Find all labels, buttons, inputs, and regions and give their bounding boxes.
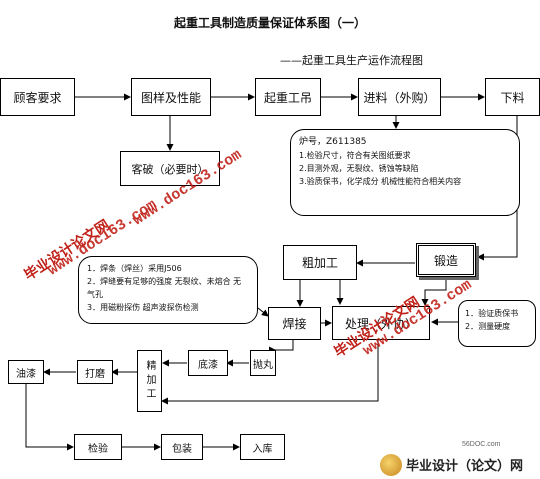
drawing-performance-box: 图样及性能 (131, 78, 211, 116)
treatment-check-note: 1．验证质保书 2．测量硬度 (458, 300, 536, 347)
packing-label: 包装 (172, 443, 192, 455)
cutting-label: 下料 (500, 90, 525, 105)
shot-blast-box: 抛丸 (250, 350, 276, 376)
forging-label: 锻造 (433, 253, 458, 268)
logo-site-text: 56DOC.com (462, 441, 501, 448)
customer-requirement-label: 顾客要求 (13, 90, 62, 105)
note-incoming-line: 3.验质保书，化学成分 机械性能符合相关内容 (299, 177, 462, 186)
note-treatment-line: 2．测量硬度 (465, 322, 511, 331)
primer-label: 底漆 (198, 359, 218, 371)
logo-text: 毕业设计（论文）网 (406, 459, 524, 474)
note-welding-line: 3．用磁粉探伤 超声波探伤检测 (87, 303, 199, 312)
finish-machining-box: 精加工 (137, 350, 162, 412)
site-logo: 毕业设计（论文）网 (380, 450, 540, 479)
customer-requirement-box: 顾客要求 (0, 78, 75, 116)
warehouse-label: 入库 (252, 443, 273, 455)
grinding-box: 打磨 (77, 360, 113, 384)
finish-machining-label: 精加工 (144, 360, 155, 402)
inspection-label: 检验 (88, 443, 108, 455)
drawing-performance-label: 图样及性能 (140, 90, 201, 105)
diagram-subtitle: ——起重工具生产运作流程图 (280, 54, 423, 67)
rough-machining-box: 粗加工 (283, 245, 357, 280)
painting-label: 油漆 (16, 368, 36, 380)
packing-box: 包装 (161, 434, 203, 460)
note-incoming-line: 1.检验尺寸，符合有关图纸要求 (299, 151, 411, 160)
inspection-box: 检验 (74, 434, 122, 460)
treatment-label: 处理（外协） (344, 316, 417, 331)
incoming-material-box: 进料（外购） (358, 78, 441, 116)
painting-box: 油漆 (8, 360, 44, 384)
primer-box: 底漆 (188, 350, 228, 376)
warehouse-box: 入库 (240, 434, 285, 460)
logo-icon (380, 453, 402, 476)
welding-box: 焊接 (268, 307, 321, 340)
guest-break-box: 客破（必要时） (120, 151, 220, 186)
note-treatment-line: 1．验证质保书 (465, 309, 519, 318)
furnace-number: 炉号，Z611385 (299, 137, 367, 147)
crane-tool-box: 起重工吊 (255, 78, 321, 116)
treatment-box: 处理（外协） (332, 306, 430, 340)
grinding-label: 打磨 (85, 368, 105, 380)
cutting-box: 下料 (485, 78, 540, 116)
incoming-material-label: 进料（外购） (363, 90, 436, 105)
welding-requirements-note: 1．焊条（焊丝）采用J506 2．焊缝要有足够的强度 无裂纹、未熔合 无气孔 3… (78, 256, 258, 324)
diagram-title: 起重工具制造质量保证体系图（一） (173, 16, 366, 30)
shot-blast-label: 抛丸 (253, 359, 273, 371)
note-welding-line: 1．焊条（焊丝）采用J506 (87, 264, 182, 273)
forging-box: 锻造 (416, 243, 476, 277)
welding-label: 焊接 (282, 317, 307, 331)
guest-break-label: 客破（必要时） (131, 162, 209, 176)
rough-machining-label: 粗加工 (301, 256, 338, 270)
note-welding-line: 2．焊缝要有足够的强度 无裂纹、未熔合 无气孔 (87, 277, 242, 299)
note-incoming-line: 2.目测外观，无裂纹、锈蚀等缺陷 (299, 164, 419, 173)
incoming-check-note: 炉号，Z611385 1.检验尺寸，符合有关图纸要求 2.目测外观，无裂纹、锈蚀… (290, 129, 520, 216)
crane-tool-label: 起重工吊 (263, 90, 312, 105)
